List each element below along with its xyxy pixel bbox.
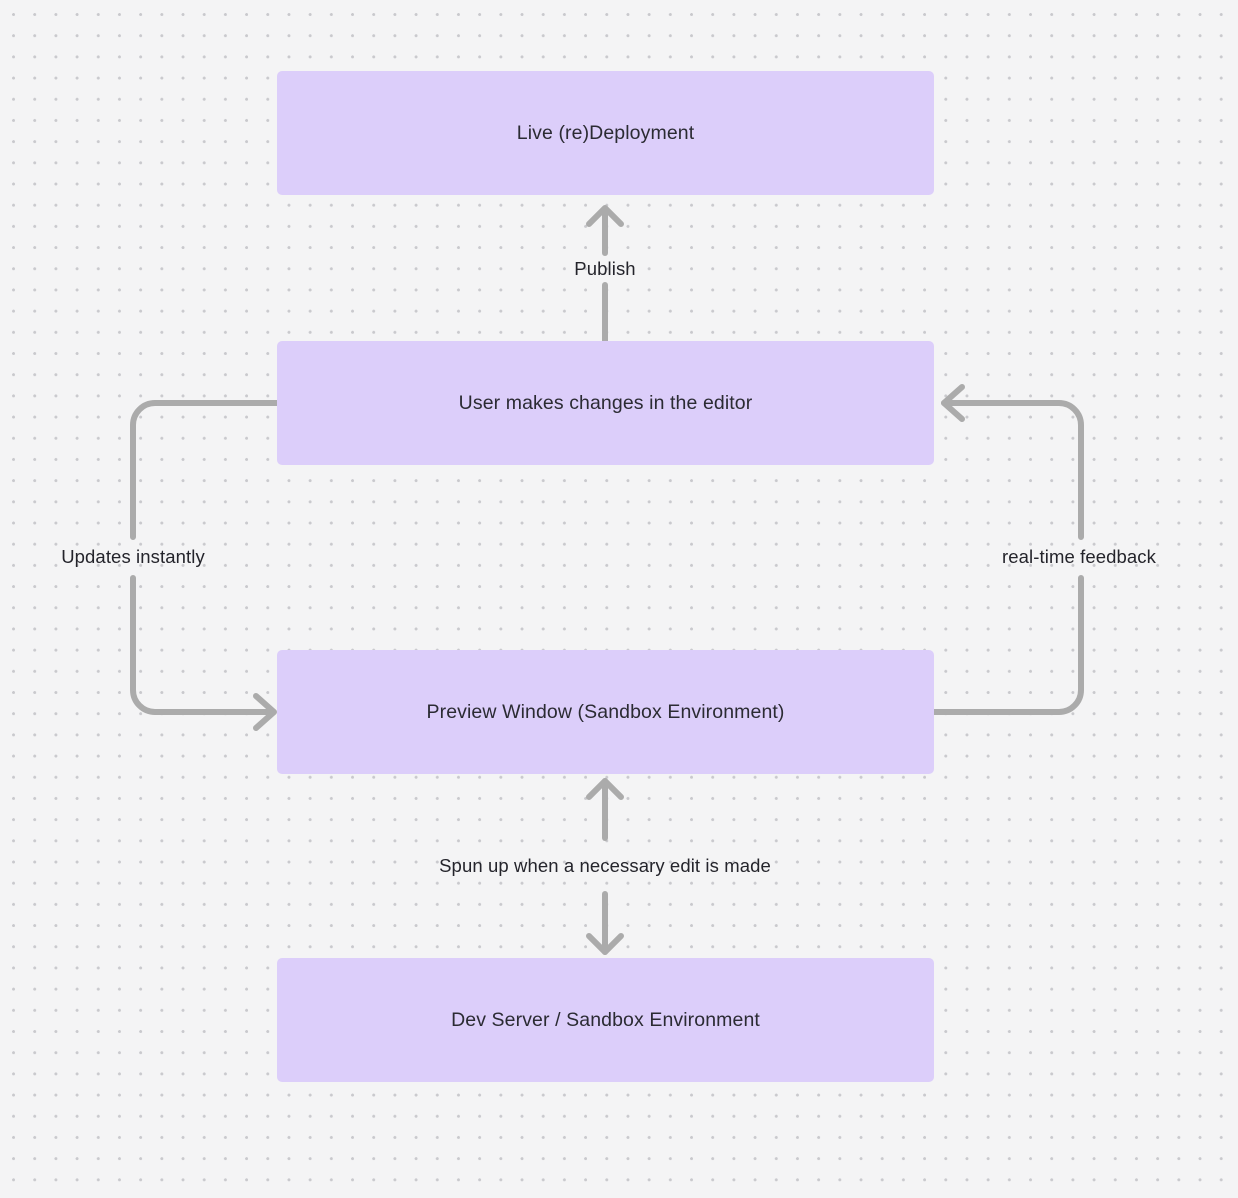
edge-label-updates-instantly: Updates instantly [61,545,205,567]
edge-label-publish: Publish [574,257,636,279]
node-dev-server[interactable]: Dev Server / Sandbox Environment [277,958,934,1082]
node-label: User makes changes in the editor [458,391,753,414]
node-preview-window[interactable]: Preview Window (Sandbox Environment) [277,650,934,774]
node-label: Preview Window (Sandbox Environment) [426,700,785,723]
node-label: Dev Server / Sandbox Environment [451,1008,760,1031]
edge-label-spun-up: Spun up when a necessary edit is made [439,854,771,876]
node-user-edits[interactable]: User makes changes in the editor [277,341,934,465]
node-live-deployment[interactable]: Live (re)Deployment [277,71,934,195]
node-label: Live (re)Deployment [516,121,695,144]
edge-label-real-time-feedback: real-time feedback [1002,545,1156,567]
